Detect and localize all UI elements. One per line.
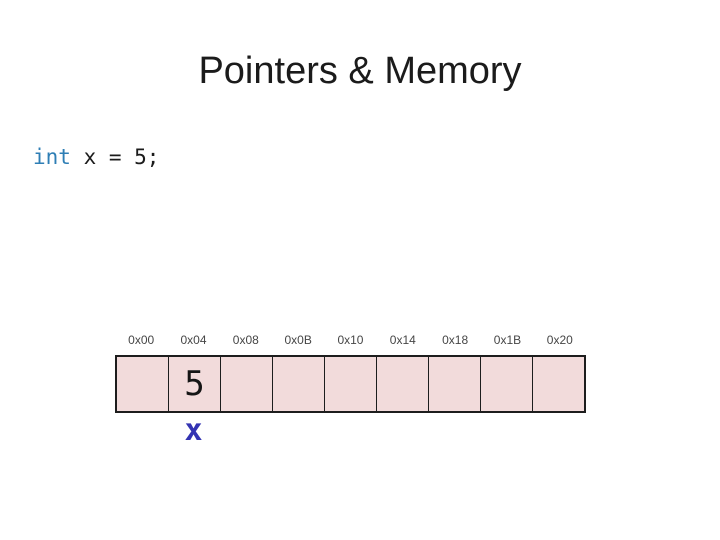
memory-diagram: 0x00 0x04 0x08 0x0B 0x10 0x14 0x18 0x1B 0x20 5 x <box>115 333 586 448</box>
address-label: 0x08 <box>232 333 259 347</box>
address-label: 0x20 <box>546 333 573 347</box>
variable-label-empty <box>272 417 324 445</box>
memory-cell-value: 5 <box>184 364 205 404</box>
memory-cell <box>273 357 325 411</box>
variable-label-empty <box>220 417 272 445</box>
memory-cell <box>377 357 429 411</box>
address-labels-row: 0x00 0x04 0x08 0x0B 0x10 0x14 0x18 0x1B 0x20 <box>115 333 586 350</box>
memory-cell: 5 <box>169 357 221 411</box>
memory-cells-row: 5 <box>115 355 586 413</box>
address-label: 0x14 <box>389 333 416 347</box>
address-label: 0x1B <box>493 333 522 347</box>
variable-label-empty <box>534 417 586 445</box>
memory-cell <box>533 357 584 411</box>
variable-labels-row: x <box>115 413 586 448</box>
variable-label-empty <box>429 417 481 445</box>
code-expression: x = 5; <box>70 145 160 169</box>
code-keyword-int: int <box>33 145 71 169</box>
memory-cell <box>429 357 481 411</box>
address-label: 0x0B <box>284 333 312 347</box>
address-label: 0x18 <box>442 333 469 347</box>
variable-label-empty <box>377 417 429 445</box>
variable-label-empty <box>115 417 167 445</box>
variable-label-empty <box>324 417 376 445</box>
code-statement: int x = 5; <box>33 144 159 170</box>
variable-label: x <box>184 413 203 448</box>
memory-cell <box>481 357 533 411</box>
address-label: 0x00 <box>128 333 155 347</box>
memory-cell <box>117 357 169 411</box>
address-label: 0x10 <box>337 333 364 347</box>
memory-cell <box>325 357 377 411</box>
slide-title: Pointers & Memory <box>198 50 522 92</box>
memory-cell <box>221 357 273 411</box>
address-label: 0x04 <box>180 333 207 347</box>
variable-label-empty <box>481 417 533 445</box>
